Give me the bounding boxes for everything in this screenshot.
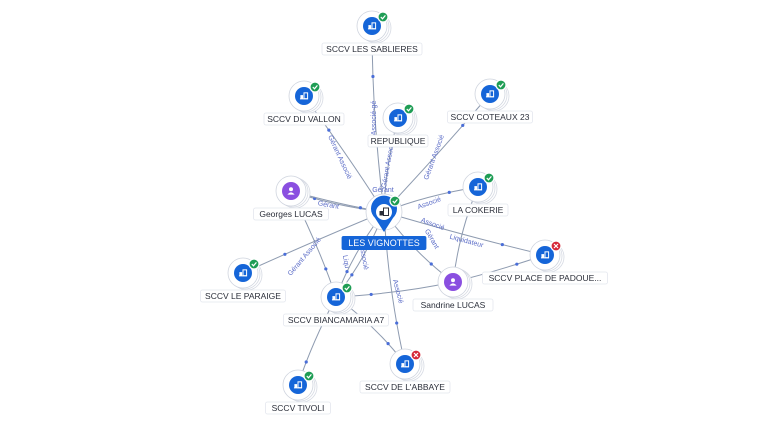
active-status-icon	[389, 195, 401, 207]
center-label-background	[341, 236, 427, 250]
active-status-icon	[377, 11, 389, 23]
active-status-icon	[248, 258, 260, 270]
node-biancamaria[interactable]: SCCV BIANCAMARIA A7	[283, 281, 389, 327]
active-status-icon	[341, 282, 353, 294]
edge-label: Associé	[417, 196, 443, 211]
edge-arrow	[447, 190, 451, 194]
node-sablieres[interactable]: SCCV LES SABLIERES	[321, 10, 423, 56]
node-label: SCCV TIVOLI	[272, 403, 325, 413]
company-icon	[234, 264, 252, 282]
edge-arrow	[327, 128, 331, 132]
edge-label: Gérant Associé	[381, 141, 396, 189]
node-label-background	[200, 289, 286, 303]
node-label-background	[263, 112, 345, 126]
company-icon	[469, 178, 487, 196]
active-status-icon	[303, 370, 315, 382]
node-cokerie[interactable]: LA COKERIE	[447, 171, 509, 217]
node-padoue[interactable]: SCCV PLACE DE PADOUE...	[482, 239, 608, 285]
active-status-icon	[403, 103, 415, 115]
edge-label: Gérant	[372, 187, 393, 194]
edge-label: Associé	[358, 245, 369, 270]
edge-label: Liqu	[341, 255, 350, 269]
node-vallon[interactable]: SCCV DU VALLON	[263, 80, 345, 126]
nodes-layer: SCCV LES SABLIERES SCCV DU VALLON REPUBLIQ…	[200, 10, 608, 415]
node-label: Sandrine LUCAS	[421, 300, 486, 310]
node-label: SCCV LE PARAIGE	[205, 291, 281, 301]
edge-arrow	[395, 321, 399, 325]
company-icon	[295, 87, 313, 105]
node-label: SCCV DE L'ABBAYE	[365, 382, 445, 392]
node-label: SCCV DU VALLON	[267, 114, 341, 124]
company-icon	[481, 85, 499, 103]
edge-center-padoue	[383, 211, 546, 256]
edge-label: Gérant Associé	[326, 134, 352, 180]
node-label: SCCV BIANCAMARIA A7	[288, 315, 385, 325]
node-abbaye[interactable]: SCCV DE L'ABBAYE	[359, 348, 451, 394]
node-label: SCCV LES SABLIERES	[326, 44, 418, 54]
node-label: SCCV COTEAUX 23	[451, 112, 530, 122]
edge-arrow	[324, 267, 328, 271]
node-label-background	[447, 110, 533, 124]
node-label: LA COKERIE	[453, 205, 504, 215]
company-icon	[379, 207, 389, 216]
node-label-background	[321, 42, 423, 56]
closed-status-icon	[550, 240, 562, 252]
edge-arrow	[304, 360, 308, 364]
company-icon	[363, 17, 381, 35]
edge-arrow	[350, 273, 354, 277]
edge-arrow	[429, 262, 433, 266]
active-status-icon	[495, 79, 507, 91]
company-icon	[536, 246, 554, 264]
node-label-background	[265, 401, 331, 415]
company-icon	[289, 376, 307, 394]
edge-arrow	[461, 123, 465, 128]
edge-arrow	[283, 252, 287, 256]
edge-arrow	[358, 206, 362, 210]
node-label: REPUBLIQUE	[371, 136, 426, 146]
edge-label: Associé-gé	[371, 101, 378, 136]
node-sandrine[interactable]: Sandrine LUCAS	[412, 266, 494, 312]
edge-label: Gérant Associé	[287, 237, 323, 278]
edge-arrow	[369, 292, 373, 297]
active-status-icon	[483, 172, 495, 184]
node-label-background	[253, 207, 329, 221]
edge-label: Associé	[420, 217, 446, 232]
center-label: LES VIGNOTTES	[348, 238, 420, 248]
node-georges[interactable]: Georges LUCAS	[253, 175, 329, 221]
node-label-background	[283, 313, 389, 327]
company-icon	[389, 109, 407, 127]
node-coteaux[interactable]: SCCV COTEAUX 23	[447, 78, 533, 124]
node-label-background	[359, 380, 451, 394]
edge-label: Gérant	[317, 200, 339, 211]
edge-arrow	[515, 262, 519, 266]
center-node[interactable]: LES VIGNOTTES	[341, 193, 427, 250]
person-icon	[444, 273, 462, 291]
company-icon	[396, 355, 414, 373]
node-republique[interactable]: REPUBLIQUE	[367, 102, 429, 148]
active-status-icon	[309, 81, 321, 93]
closed-status-icon	[410, 349, 422, 361]
node-label-background	[367, 134, 429, 148]
edge-label: Liquidateur	[449, 234, 485, 250]
node-label: SCCV PLACE DE PADOUE...	[489, 273, 602, 283]
node-paraige[interactable]: SCCV LE PARAIGE	[200, 257, 286, 303]
node-label: Georges LUCAS	[259, 209, 323, 219]
company-icon	[327, 288, 345, 306]
edge-arrow	[371, 74, 375, 79]
node-label-background	[412, 298, 494, 312]
node-label-background	[447, 203, 509, 217]
person-icon	[282, 182, 300, 200]
edge-arrow	[386, 342, 390, 346]
edge-arrow	[345, 269, 349, 274]
edge-arrow	[500, 242, 504, 247]
node-label-background	[482, 271, 608, 285]
node-tivoli[interactable]: SCCV TIVOLI	[265, 369, 331, 415]
